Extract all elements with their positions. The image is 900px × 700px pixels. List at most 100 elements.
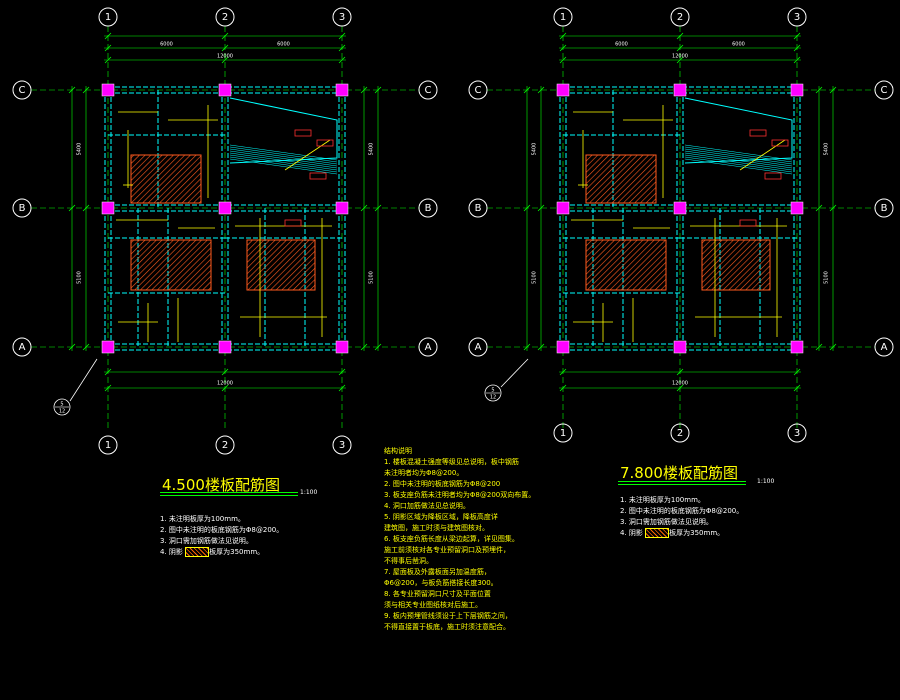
axis-bubble-left-rowC xyxy=(468,80,488,100)
dim-tick xyxy=(537,343,545,351)
dim-tick xyxy=(360,86,368,94)
general-note-line: 8. 各专业预留洞口尺寸及平面位置 xyxy=(384,590,491,598)
general-notes: 结构说明 1. 楼板混凝土强度等级见总说明，板中钢筋 未注明者均为Φ8@200。… xyxy=(384,446,535,633)
plan-scale-7800: 1:100 xyxy=(757,478,775,485)
dim-text-side: 5400 xyxy=(77,143,83,156)
plan-note-3: 3. 洞口需加钢筋做法见说明。 xyxy=(160,537,253,545)
column-marker xyxy=(101,201,115,215)
plan-title-7800-text: 7.800楼板配筋图 xyxy=(620,464,738,482)
general-note-line: 4. 洞口加筋做法见总说明。 xyxy=(384,502,470,510)
dim-tick xyxy=(104,368,112,376)
axis-bubble-col2 xyxy=(215,7,235,27)
axis-bubble-bottom-col1 xyxy=(98,435,118,455)
stair-tread xyxy=(684,152,793,169)
axis-label-left-rowA: A xyxy=(475,342,482,353)
axis-bubble-right-rowC xyxy=(874,80,894,100)
axis-bubble-left-rowA xyxy=(12,337,32,357)
axis-label-left-rowC: C xyxy=(19,85,26,96)
dim-tick xyxy=(676,32,684,40)
dim-text-side: 5400 xyxy=(369,143,375,156)
axis-bubble-bottom-col2 xyxy=(670,423,690,443)
axis-label-right-rowA: A xyxy=(881,342,888,353)
column-marker xyxy=(790,340,804,354)
axis-bubble-col1 xyxy=(98,7,118,27)
column-marker xyxy=(556,201,570,215)
axis-label-right-rowC: C xyxy=(425,85,432,96)
dim-tick xyxy=(221,368,229,376)
axis-bubble-bottom-col3 xyxy=(332,435,352,455)
dim-tick xyxy=(559,44,567,52)
plan-notes-4500: 1. 未注明板厚为100mm。 2. 图中未注明的板底钢筋为Φ8@200。 3.… xyxy=(160,514,283,558)
axis-bubble-left-rowC xyxy=(12,80,32,100)
dim-tick xyxy=(338,384,346,392)
dim-tick xyxy=(537,204,545,212)
hatched-slab xyxy=(701,239,771,291)
axis-label-left-rowA: A xyxy=(19,342,26,353)
axis-label-bottom-col3: 3 xyxy=(339,440,345,451)
hatched-slab xyxy=(130,154,202,204)
general-notes-heading: 结构说明 xyxy=(384,447,412,455)
axis-label-left-rowB: B xyxy=(475,203,482,214)
callout-bubble xyxy=(53,398,71,416)
column-marker xyxy=(218,201,232,215)
general-note-line: 不得事后凿洞。 xyxy=(384,557,433,565)
rebar-tag-box xyxy=(739,219,757,227)
general-note-line: 不得直接置于板底，施工时须注意配合。 xyxy=(384,623,510,631)
column-marker xyxy=(218,83,232,97)
hatch-legend-swatch xyxy=(185,547,210,557)
dim-tick xyxy=(676,384,684,392)
stair-tread xyxy=(229,158,338,175)
plan-note-4: 4. 阴影 板厚为350mm。 xyxy=(620,528,725,538)
dim-text-top-overall: 12000 xyxy=(672,54,688,60)
title-underline-7800 xyxy=(618,481,746,482)
stair-tread xyxy=(684,158,793,175)
dim-tick xyxy=(793,44,801,52)
stair-tread xyxy=(229,154,338,171)
dim-tick xyxy=(793,32,801,40)
dim-tick xyxy=(68,86,76,94)
axis-label-col3: 3 xyxy=(339,12,345,23)
dim-text-side: 5100 xyxy=(369,271,375,284)
dim-tick xyxy=(523,343,531,351)
rebar-tag-box xyxy=(316,139,334,147)
axis-bubble-right-rowA xyxy=(874,337,894,357)
dim-tick xyxy=(559,56,567,64)
hatched-slab xyxy=(130,239,212,291)
stair-tread xyxy=(229,150,338,167)
hatched-slab xyxy=(246,239,316,291)
axis-bubble-left-rowB xyxy=(12,198,32,218)
general-note-line: Φ6@200，与板负筋搭接长度300。 xyxy=(384,579,498,587)
callout-leader xyxy=(69,358,98,402)
stair-tread xyxy=(229,146,338,163)
column-marker xyxy=(218,340,232,354)
stair-tread xyxy=(684,154,793,171)
column-marker xyxy=(790,83,804,97)
rebar-line xyxy=(284,139,331,171)
axis-bubble-bottom-col3 xyxy=(787,423,807,443)
axis-label-right-rowA: A xyxy=(425,342,432,353)
dim-tick xyxy=(523,86,531,94)
dim-tick xyxy=(221,44,229,52)
dim-tick xyxy=(338,32,346,40)
axis-bubble-col1 xyxy=(553,7,573,27)
stair-tread xyxy=(684,146,793,163)
axis-label-col1: 1 xyxy=(105,12,111,23)
axis-label-right-rowB: B xyxy=(881,203,888,214)
dim-tick xyxy=(104,384,112,392)
stair-tread xyxy=(684,156,793,173)
dim-text-top-span1: 6000 xyxy=(615,42,628,48)
dim-tick xyxy=(676,56,684,64)
dim-tick xyxy=(82,86,90,94)
rebar-line xyxy=(739,139,786,171)
axis-label-bottom-col2: 2 xyxy=(222,440,228,451)
axis-bubble-bottom-col2 xyxy=(215,435,235,455)
rebar-tag-box xyxy=(749,129,767,137)
axis-label-bottom-col3: 3 xyxy=(794,428,800,439)
dim-tick xyxy=(82,204,90,212)
dim-tick xyxy=(221,32,229,40)
dim-tick xyxy=(815,343,823,351)
axis-bubble-col3 xyxy=(787,7,807,27)
callout-leader xyxy=(500,358,529,388)
axis-label-col2: 2 xyxy=(677,12,683,23)
